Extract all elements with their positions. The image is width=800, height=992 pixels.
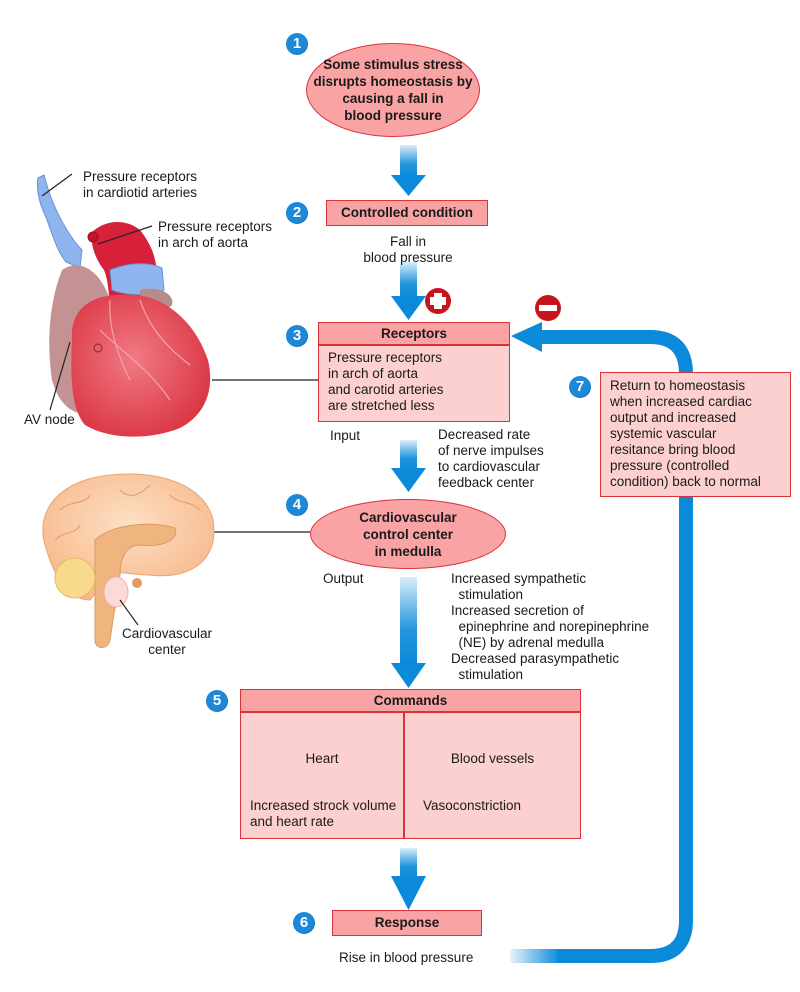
commands-heart-column: Heart Increased strock volume and heart … [241,713,403,838]
control-center-oval: Cardiovascular control center in medulla [310,499,506,569]
receptors-header: Receptors [319,323,509,346]
step-2-badge: 2 [286,202,308,224]
positive-sign-icon [425,288,451,314]
commands-vessels-column: Blood vessels Vasoconstriction [405,713,580,838]
receptors-body: Pressure receptors in arch of aorta and … [328,350,444,413]
output-label: Output [323,571,364,586]
carotid-label-line [41,173,73,197]
arrow-3-to-4 [391,440,426,492]
arrow-1-to-2 [391,145,426,196]
return-homeostasis-box: Return to homeostasis when increased car… [600,372,791,497]
aorta-label-line [97,225,153,245]
arrow-4-to-5 [391,577,426,688]
av-node-label-line [49,341,71,411]
step-3-badge: 3 [286,325,308,347]
cardiovascular-center-label: Cardiovascular center [121,626,213,657]
negative-sign-icon [535,295,561,321]
heart-illustration [37,174,211,437]
vessels-text: Vasoconstriction [423,798,522,813]
stimulus-oval: Some stimulus stress disrupts homeostasi… [306,43,480,137]
brain-illustration [42,473,215,648]
response-label: Response [374,915,440,930]
arrow-2-to-3 [391,262,426,320]
controlled-condition-note: Fall in blood pressure [363,234,453,265]
step-5-badge: 5 [206,690,228,712]
step-4-badge: 4 [286,494,308,516]
cv-center-label-line [119,599,139,626]
stimulus-text: Some stimulus stress disrupts homeostasi… [313,57,473,123]
control-center-text: Cardiovascular control center in medulla [359,509,457,559]
input-note: Decreased rate of nerve impulses to card… [438,427,544,490]
av-node-label: AV node [24,412,75,427]
input-label: Input [330,428,361,443]
controlled-condition-label: Controlled condition [341,205,473,220]
arrow-5-to-6 [391,848,426,910]
response-note: Rise in blood pressure [339,950,474,965]
commands-header: Commands [241,690,580,713]
step-7-badge: 7 [569,376,591,398]
controlled-condition-box: Controlled condition [326,200,488,226]
receptors-box: Receptors Pressure receptors in arch of … [318,322,510,422]
response-box: Response [332,910,482,936]
carotid-receptors-label: Pressure receptors in cardiotid arteries [83,169,198,200]
commands-divider [403,713,405,838]
step-1-badge: 1 [286,33,308,55]
step-6-badge: 6 [293,912,315,934]
output-note: Increased sympathetic stimulation Increa… [451,571,650,682]
commands-box: Commands Heart Increased strock volume a… [240,689,581,839]
feedback-loop-arrow [510,322,693,963]
return-homeostasis-text: Return to homeostasis when increased car… [610,378,761,489]
heart-text: Increased strock volume and heart rate [250,798,397,829]
heart-title: Heart [305,751,339,766]
vessels-title: Blood vessels [450,751,535,766]
aorta-receptors-label: Pressure receptors in arch of aorta [158,219,273,250]
